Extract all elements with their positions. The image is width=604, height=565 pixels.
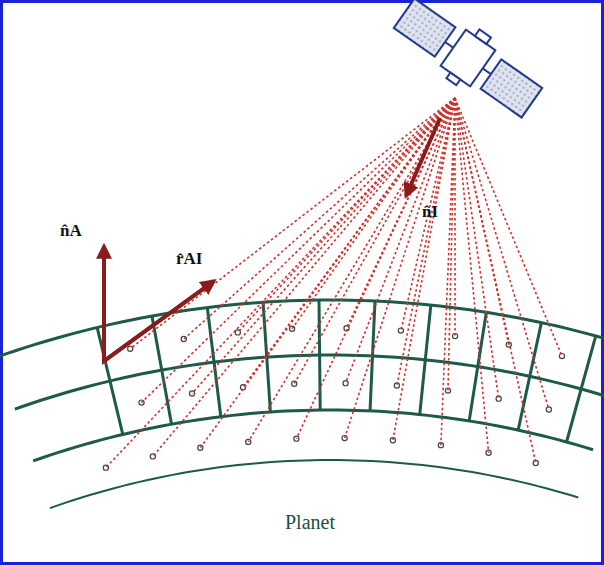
grid-meridian <box>319 300 320 410</box>
sight-line <box>248 98 455 442</box>
sight-line <box>441 98 455 445</box>
planet-surface <box>50 460 578 508</box>
sight-lines <box>106 98 562 468</box>
grid-meridian <box>567 336 596 442</box>
grid-meridian <box>469 312 486 421</box>
grid-point <box>546 407 551 412</box>
sight-line <box>238 98 455 332</box>
sight-line <box>106 98 455 468</box>
region-label: Planet <box>285 511 335 533</box>
grid-arc <box>33 410 593 461</box>
vector-label: n̂A <box>60 222 82 241</box>
vector-label: r̂AI <box>176 250 202 269</box>
sight-line <box>455 98 489 453</box>
grid-point <box>139 400 144 405</box>
sight-line <box>345 98 455 438</box>
sight-line <box>455 98 499 399</box>
vector-label: n̂I <box>422 203 438 222</box>
sight-line <box>130 98 455 349</box>
sight-line <box>200 98 455 448</box>
grid-meridian <box>420 305 431 414</box>
sight-line <box>455 98 562 356</box>
sight-line <box>346 98 455 383</box>
boresight-arrow <box>406 118 440 196</box>
planet-grid <box>0 300 604 508</box>
sight-line <box>142 98 455 403</box>
sight-line <box>296 98 455 439</box>
grid-point <box>290 326 295 331</box>
grid-meridian <box>518 323 541 431</box>
sight-line <box>153 98 455 456</box>
sight-line <box>393 98 455 440</box>
grid-meridian <box>97 327 123 434</box>
sight-line <box>192 98 455 393</box>
arrow-corner <box>104 246 214 361</box>
satellite-symbol <box>387 0 549 126</box>
grid-point <box>559 353 564 358</box>
sight-line <box>397 98 455 385</box>
sight-line <box>243 98 455 387</box>
sight-line <box>401 98 455 331</box>
grid-meridian <box>207 308 220 417</box>
sight-line <box>294 98 455 384</box>
sight-line <box>455 98 536 463</box>
sight-line <box>184 98 455 339</box>
grid-point <box>189 391 194 396</box>
grid-point <box>128 346 133 351</box>
grid-point <box>294 436 299 441</box>
